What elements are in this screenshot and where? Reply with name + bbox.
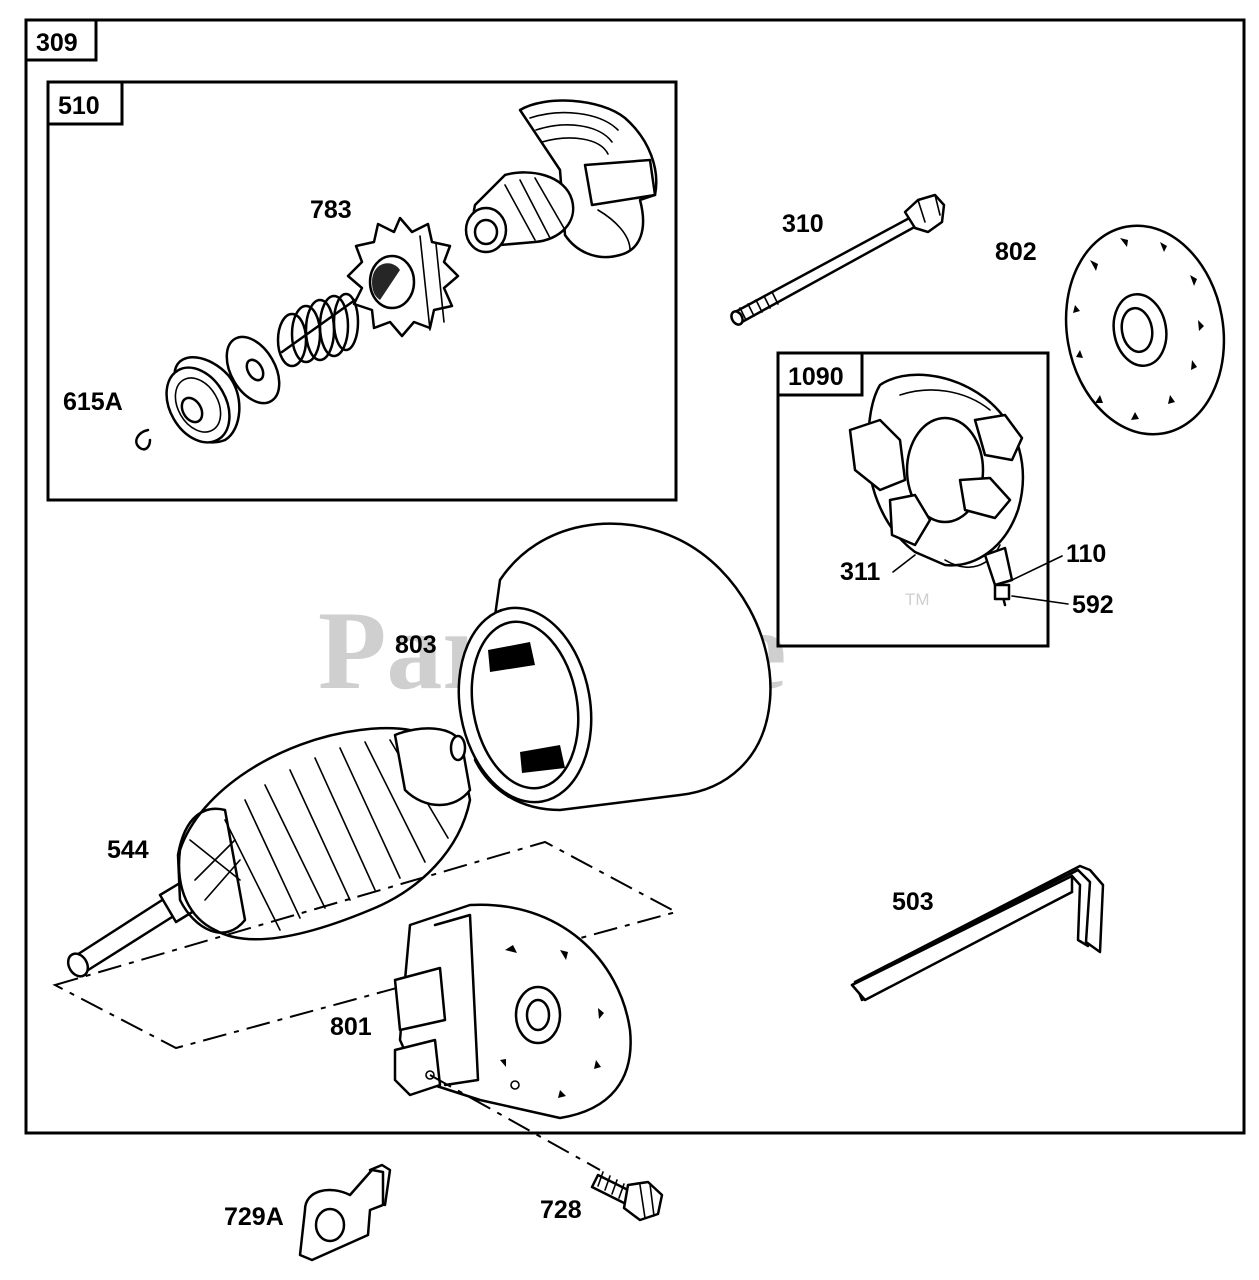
label-802: 802 — [995, 238, 1037, 266]
label-801: 801 — [330, 1013, 372, 1041]
box-309: 309 — [24, 18, 1246, 1135]
brush-holder — [848, 373, 1025, 607]
label-503: 503 — [892, 888, 934, 916]
through-bolt — [730, 193, 946, 326]
end-cap — [1064, 224, 1226, 436]
stop-collar — [165, 356, 241, 444]
drive-housing — [464, 99, 658, 259]
label-311: 311 — [840, 558, 880, 586]
box-1090: 1090 — [776, 351, 1050, 648]
assembly-plane — [52, 840, 679, 1050]
box-label-510: 510 — [58, 92, 100, 120]
armature — [66, 726, 472, 978]
label-110: 110 — [1066, 540, 1106, 568]
screw — [590, 1171, 664, 1222]
screw-leader — [429, 1074, 601, 1171]
clip — [850, 864, 1105, 1002]
box-label-309: 309 — [36, 29, 78, 57]
pinion-gear — [346, 216, 460, 338]
box-label-1090: 1090 — [788, 363, 844, 391]
motor-frame — [457, 522, 772, 812]
lock-tab — [298, 1163, 392, 1262]
watermark-trademark: TM — [905, 590, 930, 609]
drive-end-plate — [393, 903, 632, 1120]
label-729A: 729A — [224, 1203, 284, 1231]
label-728: 728 — [540, 1196, 582, 1224]
part-labels: 783 615A 310 802 311 110 592 803 544 503… — [63, 196, 1114, 1231]
washer — [225, 335, 281, 405]
retaining-ring — [135, 428, 152, 451]
label-803: 803 — [395, 631, 437, 659]
leader-lines — [892, 554, 1069, 605]
box-510: 510 — [46, 80, 678, 502]
label-783: 783 — [310, 196, 352, 224]
label-310: 310 — [782, 210, 824, 238]
spring — [276, 292, 360, 368]
label-592: 592 — [1072, 591, 1114, 619]
label-615A: 615A — [63, 388, 123, 416]
label-544: 544 — [107, 836, 149, 864]
